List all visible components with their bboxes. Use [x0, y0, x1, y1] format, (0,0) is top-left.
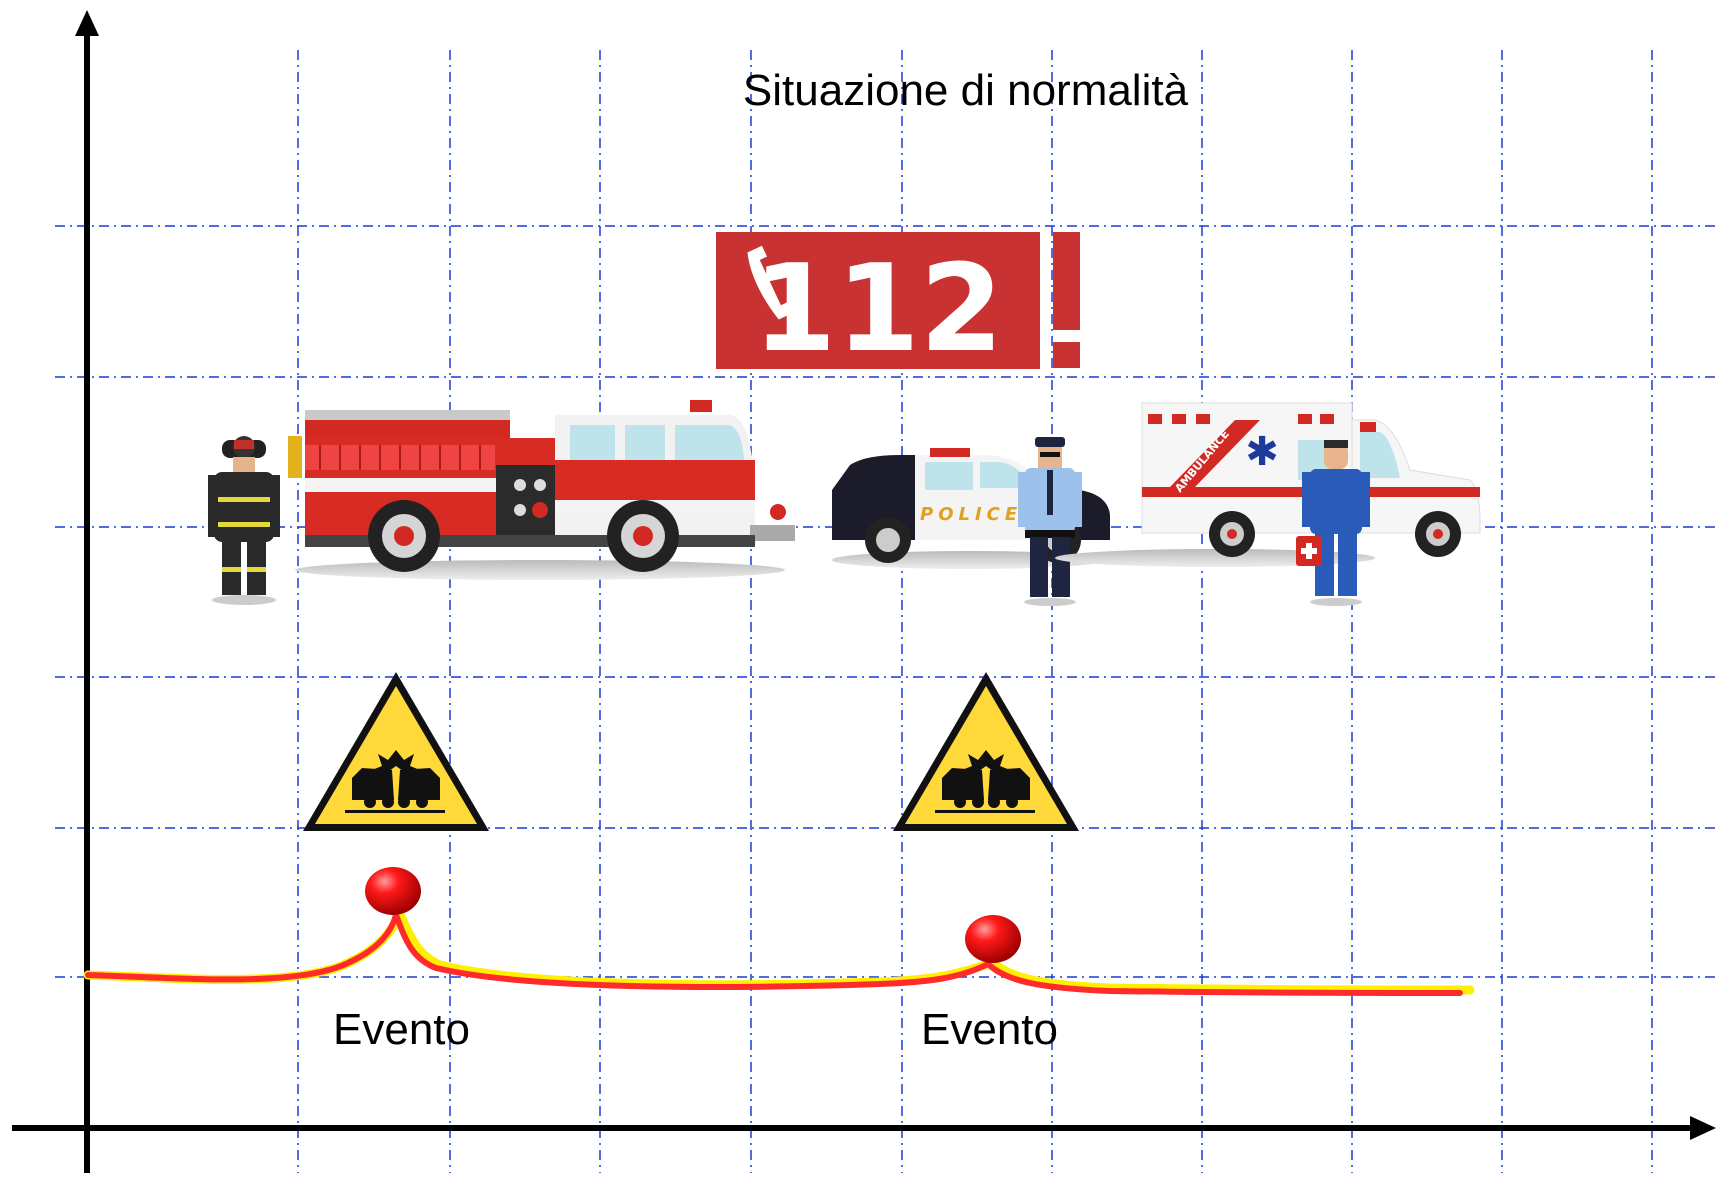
police-officer-icon: [1018, 437, 1082, 606]
warning-sign-1: [303, 672, 489, 831]
event-label-1: Evento: [333, 1005, 470, 1054]
y-axis-arrow: [75, 10, 99, 36]
warning-sign-2: [893, 672, 1079, 831]
car-crash-warning-icon: [935, 750, 1035, 813]
wheel: [368, 500, 440, 572]
emergency-number: 112: [753, 240, 1004, 379]
car-crash-warning-icon: [345, 750, 445, 813]
x-axis-arrow: [1690, 1116, 1716, 1140]
paramedic-icon: [1296, 440, 1370, 606]
star-of-life-icon: ✱: [1245, 429, 1279, 475]
normality-line: [83, 905, 1475, 996]
medical-kit-icon: [1296, 536, 1322, 566]
wheel: [607, 500, 679, 572]
firefighter-icon: [208, 436, 280, 605]
grid: [55, 50, 1716, 1173]
diagram-title: Situazione di normalità: [742, 66, 1189, 115]
event-marker-1: [365, 867, 421, 915]
police-label: POLICE: [920, 504, 1022, 525]
emergency-112-badge: 112: [716, 232, 1080, 379]
fire-truck-icon: [288, 400, 795, 580]
axes: [12, 10, 1716, 1173]
event-label-2: Evento: [921, 1005, 1058, 1054]
ambulance-icon: AMBULANCE ✱: [1055, 402, 1481, 567]
event-marker-2: [965, 915, 1021, 963]
